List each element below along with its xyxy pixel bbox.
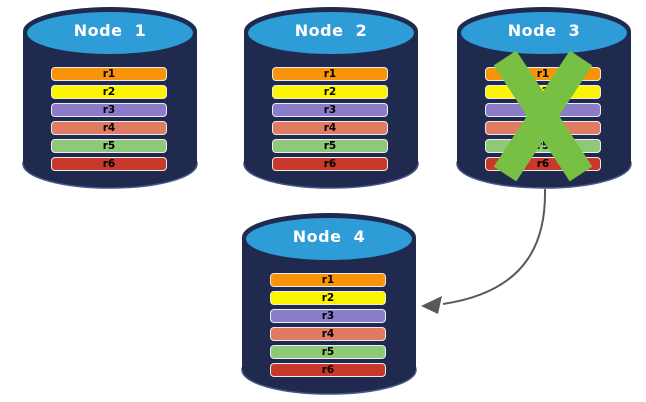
row-r1: r1	[51, 67, 167, 81]
cylinder-top	[461, 12, 627, 54]
row-r3: r3	[272, 103, 388, 117]
node-2: Node 2 r1 r2 r3 r4 r5 r6	[242, 6, 420, 190]
cylinder-top	[248, 12, 414, 54]
row-r6: r6	[272, 157, 388, 171]
row-r4: r4	[270, 327, 386, 341]
row-r6: r6	[51, 157, 167, 171]
row-r6: r6	[270, 363, 386, 377]
failure-x-icon	[493, 50, 593, 182]
cylinder-top	[246, 218, 412, 260]
failover-arrow	[421, 188, 547, 314]
row-r2: r2	[270, 291, 386, 305]
row-r4: r4	[272, 121, 388, 135]
row-r1: r1	[270, 273, 386, 287]
node-title: Node 4	[292, 227, 366, 246]
row-r5: r5	[51, 139, 167, 153]
node-title: Node 1	[73, 21, 147, 40]
node-1: Node 1 r1 r2 r3 r4 r5 r6	[21, 6, 199, 190]
x-stroke	[493, 50, 593, 182]
row-r2: r2	[272, 85, 388, 99]
arrow-curve	[442, 188, 547, 305]
node-title: Node 3	[507, 21, 581, 40]
row-r1: r1	[272, 67, 388, 81]
node-title: Node 2	[294, 21, 368, 40]
row-r2: r2	[51, 85, 167, 99]
row-r5: r5	[270, 345, 386, 359]
row-r3: r3	[51, 103, 167, 117]
node-4: Node 4 r1 r2 r3 r4 r5 r6	[240, 212, 418, 396]
row-r3: r3	[270, 309, 386, 323]
row-r5: r5	[272, 139, 388, 153]
node-3: Node 3 r1 r2 r3 r4 r5 r6	[455, 6, 633, 190]
cylinder-top	[27, 12, 193, 54]
row-r4: r4	[51, 121, 167, 135]
arrowhead-icon	[421, 296, 442, 314]
